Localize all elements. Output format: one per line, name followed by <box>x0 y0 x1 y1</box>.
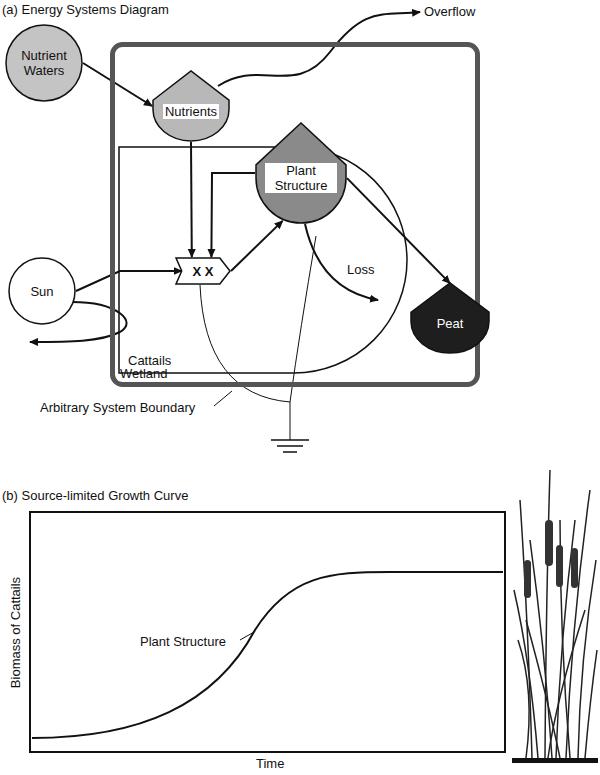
interaction-symbol: X X <box>175 257 231 285</box>
node-label: Peat <box>437 316 464 331</box>
system-frame: WetlandNutrientsCattailsX XPlant Structu… <box>110 42 480 387</box>
text-label: Time <box>256 756 284 771</box>
text-label: (b) Source-limited Growth Curve <box>2 488 188 503</box>
leader-line <box>240 632 254 640</box>
node-label: Cattails <box>126 353 173 368</box>
node-label: Nutrients <box>163 104 219 119</box>
text-label: Plant Structure <box>140 634 226 649</box>
heat-sink-symbol <box>271 440 309 452</box>
cattail-illustration <box>512 470 598 763</box>
node-label: Sun <box>30 284 53 299</box>
chart-frame <box>30 512 505 752</box>
text-label: Overflow <box>424 4 475 19</box>
overflow-arrow <box>218 12 420 86</box>
storage-tank: Plant Structure <box>255 122 347 224</box>
source-circle: Nutrient Waters <box>5 24 83 102</box>
leader-line <box>214 391 232 406</box>
node-label: Plant Structure <box>265 163 337 193</box>
text-label: Loss <box>345 262 376 277</box>
flow-arrow <box>231 221 283 271</box>
storage-tank: Peat <box>410 282 490 354</box>
storage-tank: Nutrients <box>152 70 230 142</box>
flow-arrow <box>83 63 152 106</box>
growth-curve <box>32 572 503 738</box>
source-circle: Sun <box>8 257 76 325</box>
producer-shape: Cattails X X Plant Structure <box>118 146 408 374</box>
flow-arrow <box>76 271 182 291</box>
flow-arrow <box>211 173 255 257</box>
node-label: X X <box>193 264 214 279</box>
node-label: Nutrient Waters <box>13 48 75 78</box>
cattail-spike <box>524 520 578 598</box>
text-label: Biomass of Cattails <box>8 568 23 698</box>
text-label: (a) Energy Systems Diagram <box>2 2 169 17</box>
flow-arrow <box>190 142 193 257</box>
text-label: Arbitrary System Boundary <box>40 400 195 415</box>
loss-arrow <box>305 224 378 300</box>
